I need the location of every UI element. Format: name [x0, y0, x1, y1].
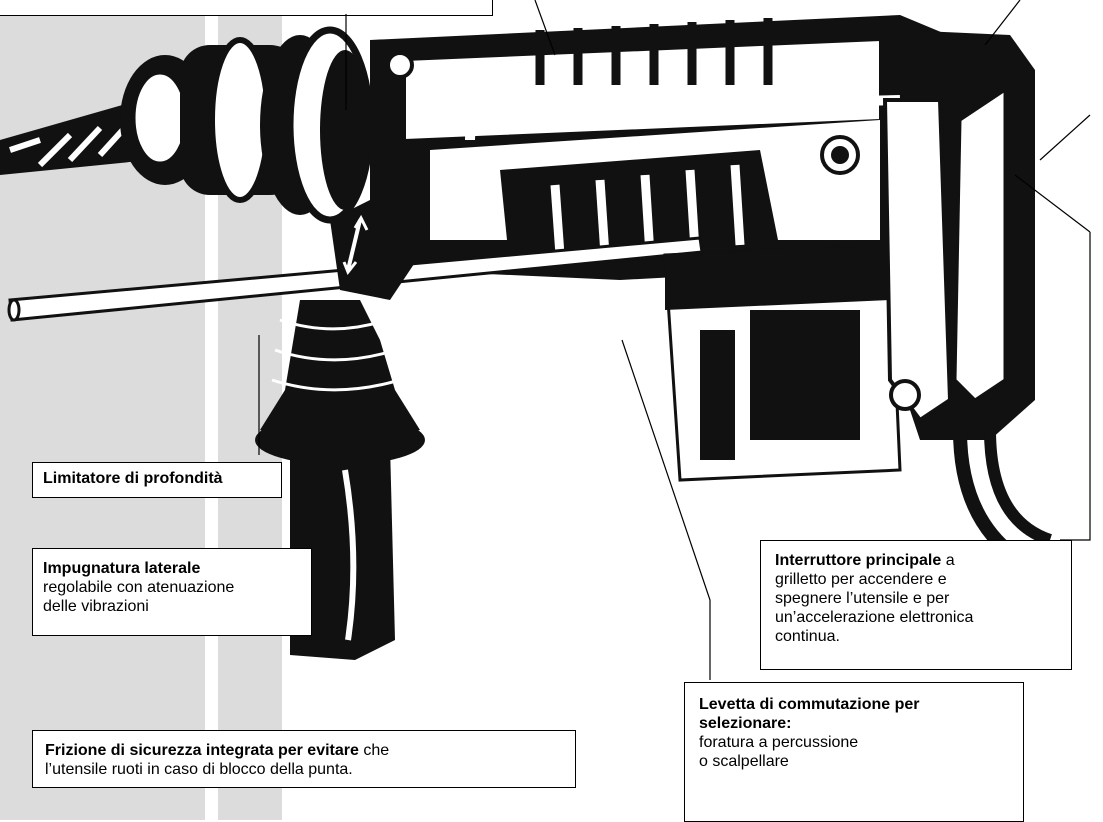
gear-housing	[663, 243, 902, 482]
side-handle-title: Impugnatura laterale	[43, 560, 201, 577]
clutch-line2: l’utensile ruoti in caso di blocco della…	[45, 761, 353, 778]
side-handle	[255, 300, 425, 660]
callout-selector: Levetta di commutazione per selezionare:…	[684, 682, 1024, 822]
drill-bit	[0, 100, 150, 175]
callout-top-cropped	[0, 0, 493, 16]
main-switch-title: Interruttore principale	[775, 552, 942, 569]
side-handle-line1: regolabile con atenuazione	[43, 579, 235, 596]
selector-line1: foratura a percussione	[699, 734, 859, 751]
callout-main-switch: Interruttore principale a grilletto per …	[760, 540, 1072, 670]
callout-side-handle: Impugnatura laterale regolabile con aten…	[32, 548, 312, 636]
selector-title-line2: selezionare:	[699, 715, 792, 732]
rear-handle	[882, 30, 1053, 566]
clutch-title: Frizione di sicurezza integrata per evit…	[45, 742, 359, 759]
main-switch-line3: un’accelerazione elettronica	[775, 609, 974, 626]
selector-line2: o scalpellare	[699, 753, 789, 770]
main-switch-line1: grilletto per accendere e	[775, 571, 947, 588]
chuck	[120, 26, 374, 224]
depth-limiter-label: Limitatore di profondità	[43, 470, 223, 487]
selector-knob	[330, 180, 430, 300]
main-switch-line2: spegnere l’utensile e per	[775, 590, 950, 607]
selector-title-line1: Levetta di commutazione per	[699, 696, 920, 713]
motor-housing	[370, 15, 990, 280]
side-handle-line2: delle vibrazioni	[43, 598, 149, 615]
clutch-title-rest: che	[358, 742, 390, 759]
main-switch-title-rest: a	[941, 552, 955, 569]
callout-clutch: Frizione di sicurezza integrata per evit…	[32, 730, 576, 788]
main-switch-line4: continua.	[775, 628, 840, 645]
callout-depth-limiter: Limitatore di profondità	[32, 462, 282, 498]
